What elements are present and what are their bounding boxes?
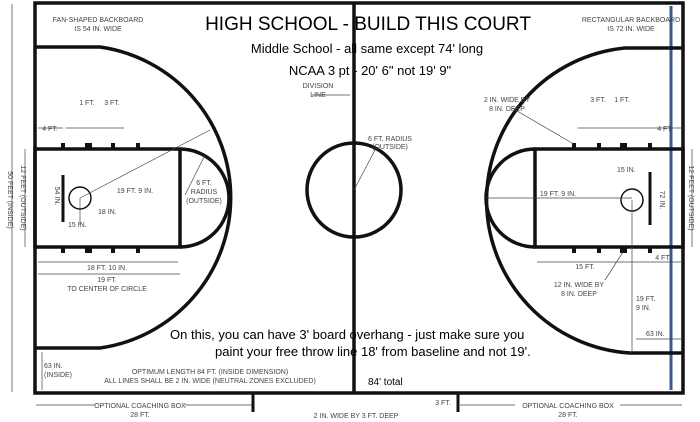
page-title: HIGH SCHOOL - BUILD THIS COURT — [205, 14, 531, 35]
label: 6 FT. RADIUS — [368, 136, 412, 143]
label: 15 FT. — [575, 264, 595, 271]
label: 3 FT. — [104, 100, 120, 107]
label: 9 IN. — [636, 305, 651, 312]
label: 12 FEET (OUTSIDE) — [19, 165, 26, 230]
label: 54 IN. — [53, 187, 60, 206]
label: IS 54 IN. WIDE — [74, 26, 122, 33]
label: 2 IN. WIDE BY — [484, 97, 531, 104]
label: 18 IN. — [98, 209, 117, 216]
label: 63 IN. — [646, 331, 665, 338]
left-three-point-line — [35, 45, 233, 350]
label: 19 FT. 9 IN. — [540, 191, 576, 198]
label: 4 FT. — [42, 126, 58, 133]
label: 2 IN. WIDE BY 3 FT. DEEP — [314, 413, 399, 420]
label: 19 FT. — [97, 277, 117, 284]
label: LINE — [310, 92, 326, 99]
label: 18 FT. 10 IN. — [87, 265, 127, 272]
right-three-point-line — [484, 46, 683, 355]
subtitle-middle-school: Middle School - all same except 74' long — [251, 41, 483, 56]
label: 19 FT. — [636, 296, 656, 303]
label: 8 IN. DEEP — [489, 106, 525, 113]
center-circle — [305, 141, 403, 239]
label: RECTANGULAR BACKBOARD — [582, 17, 680, 24]
right-lane-marks — [572, 143, 652, 253]
label: RADIUS — [191, 189, 218, 196]
label: 15 IN. — [617, 167, 636, 174]
label: 3 FT. — [435, 400, 451, 407]
label: 1 FT. — [79, 100, 95, 107]
label: 15 IN. — [68, 222, 87, 229]
left-lane — [33, 147, 182, 249]
subtitle-ncaa: NCAA 3 pt - 20' 6" not 19' 9" — [289, 63, 452, 78]
label: 6 FT. — [196, 180, 212, 187]
label: 50 FEET (INSIDE) — [6, 171, 13, 228]
label: OPTIMUM LENGTH 84 FT. (INSIDE DIMENSION) — [132, 369, 288, 376]
label: 12 FEET (OUTSIDE) — [687, 165, 694, 230]
label: OPTIONAL COACHING BOX — [522, 403, 614, 410]
label: 19 FT. 9 IN. — [117, 188, 153, 195]
label: 28 FT. — [558, 412, 578, 419]
left-lane-marks — [61, 143, 140, 253]
label: IS 72 IN. WIDE — [607, 26, 655, 33]
note-line-2: paint your free throw line 18' from base… — [215, 344, 531, 359]
label: 4 FT. — [655, 255, 671, 262]
total-length: 84' total — [368, 377, 403, 388]
label: 12 IN. WIDE BY — [554, 282, 605, 289]
label: 3 FT. — [590, 97, 606, 104]
label: OPTIONAL COACHING BOX — [94, 403, 186, 410]
left-free-throw-circle — [179, 147, 231, 249]
label: 63 IN. — [44, 363, 63, 370]
note-line-1: On this, you can have 3' board overhang … — [170, 327, 524, 342]
label: 1 FT. — [614, 97, 630, 104]
label: FAN-SHAPED BACKBOARD — [53, 17, 144, 24]
label: ALL LINES SHALL BE 2 IN. WIDE (NEUTRAL Z… — [104, 378, 316, 385]
label: (INSIDE) — [44, 372, 72, 379]
label: 72 IN. — [658, 191, 665, 210]
label: 28 FT. — [130, 412, 150, 419]
label: (OUTSIDE) — [186, 198, 222, 205]
label: 4 FT. — [657, 126, 673, 133]
label: DIVISION — [303, 83, 334, 90]
label: (OUTSIDE) — [372, 144, 408, 151]
label: TO CENTER OF CIRCLE — [67, 286, 147, 293]
label: 8 IN. DEEP — [561, 291, 597, 298]
